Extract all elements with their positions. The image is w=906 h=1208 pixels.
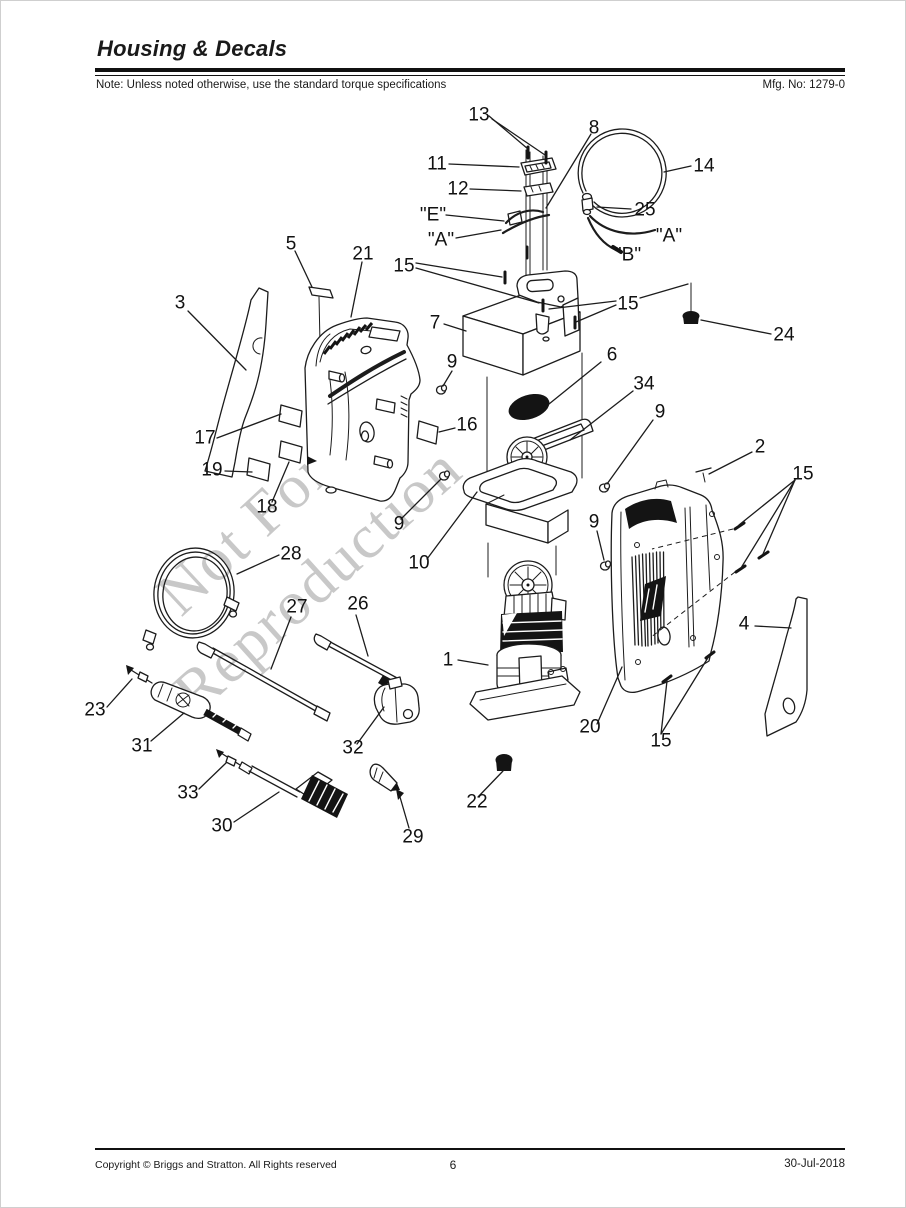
callout-31: 31 bbox=[131, 736, 152, 757]
callout-30: 30 bbox=[211, 816, 232, 837]
callout-9: 9 bbox=[447, 352, 458, 373]
motor-pump-assembly-part1 bbox=[469, 560, 581, 721]
nozzle-tip-part23 bbox=[126, 665, 153, 684]
callout-9: 9 bbox=[655, 402, 666, 423]
callout-16: 16 bbox=[456, 415, 477, 436]
brush-part30 bbox=[238, 761, 348, 818]
callout-2: 2 bbox=[755, 437, 766, 458]
callout-21: 21 bbox=[352, 244, 373, 265]
callout-12: 12 bbox=[447, 179, 468, 200]
watermark: Not For Reproduction bbox=[144, 434, 475, 726]
callout-13: 13 bbox=[468, 105, 489, 126]
wire-b bbox=[586, 216, 623, 254]
cap-nut-part24 bbox=[682, 282, 700, 324]
screws-part15 bbox=[503, 145, 770, 684]
callout-18: 18 bbox=[256, 497, 277, 518]
fan-tray-part10 bbox=[462, 436, 578, 544]
callout-32: 32 bbox=[342, 738, 363, 759]
page-title: Housing & Decals bbox=[97, 36, 288, 61]
torque-note: Note: Unless noted otherwise, use the st… bbox=[96, 79, 447, 91]
footer-rule bbox=[95, 1148, 845, 1150]
decal-part19 bbox=[246, 457, 271, 482]
hose-fitting-part25 bbox=[581, 192, 594, 216]
callout-8: 8 bbox=[589, 118, 600, 139]
callout-15: 15 bbox=[650, 731, 671, 752]
callout-labels: 13 8 11 12 14 25 "E" "A" "A" "B" 5 21 3 … bbox=[84, 105, 813, 848]
callout-19: 19 bbox=[201, 460, 222, 481]
callout-b: "B" bbox=[615, 245, 641, 266]
callout-4: 4 bbox=[739, 614, 750, 635]
mfg-number: Mfg. No: 1279-0 bbox=[762, 79, 845, 91]
callout-15: 15 bbox=[617, 294, 638, 315]
handle-insert-part12 bbox=[523, 182, 554, 197]
callout-17: 17 bbox=[194, 428, 215, 449]
arrowhead bbox=[396, 789, 404, 800]
turbo-nozzle-part31 bbox=[150, 681, 252, 742]
callout-22: 22 bbox=[466, 792, 487, 813]
callout-11: 11 bbox=[427, 154, 447, 175]
bolt-part9 bbox=[438, 470, 451, 481]
callout-10: 10 bbox=[408, 553, 429, 574]
callout-34: 34 bbox=[633, 374, 655, 395]
wire-a-right bbox=[588, 214, 657, 235]
decal-part16 bbox=[416, 420, 439, 445]
callout-14: 14 bbox=[693, 156, 715, 177]
callout-5: 5 bbox=[286, 234, 297, 255]
decal-part17 bbox=[278, 404, 303, 428]
vent-slats bbox=[322, 322, 374, 355]
footer-date: 30-Jul-2018 bbox=[784, 1158, 845, 1170]
bolt-part9 bbox=[435, 384, 448, 395]
bolt-part9 bbox=[598, 482, 611, 493]
decal-part18 bbox=[278, 440, 303, 464]
callout-25: 25 bbox=[634, 200, 655, 221]
cap-part22 bbox=[495, 754, 513, 771]
callout-27: 27 bbox=[286, 597, 307, 618]
header-rule-thin bbox=[95, 75, 845, 76]
cord-hooks-and-wires bbox=[501, 209, 551, 235]
lance-part26 bbox=[313, 633, 400, 684]
oval-seal-part6 bbox=[508, 393, 550, 421]
callout-29: 29 bbox=[402, 827, 423, 848]
callout-23: 23 bbox=[84, 700, 105, 721]
callout-7: 7 bbox=[430, 313, 441, 334]
hose-coil-part28 bbox=[142, 547, 240, 651]
spray-tip-part29 bbox=[369, 763, 400, 792]
right-side-panel-part4 bbox=[764, 596, 808, 737]
bolt-part9 bbox=[599, 560, 612, 571]
callout-1: 1 bbox=[443, 650, 454, 671]
left-housing-part21 bbox=[304, 317, 421, 502]
callout-33: 33 bbox=[177, 783, 198, 804]
callout-15: 15 bbox=[393, 256, 414, 277]
hose-ring-part14 bbox=[577, 128, 667, 218]
callout-20: 20 bbox=[579, 717, 600, 738]
callout-a-right: "A" bbox=[656, 226, 682, 247]
pin-part2 bbox=[695, 467, 712, 483]
callout-9: 9 bbox=[589, 512, 600, 533]
callout-28: 28 bbox=[280, 544, 301, 565]
callout-26: 26 bbox=[347, 594, 368, 615]
lance-part27 bbox=[196, 641, 331, 722]
callout-e: "E" bbox=[420, 205, 446, 226]
footer-page-number: 6 bbox=[449, 1158, 457, 1172]
header-rule-thick bbox=[95, 68, 845, 72]
callout-9: 9 bbox=[394, 514, 405, 535]
nozzle-part33 bbox=[216, 749, 241, 767]
callout-6: 6 bbox=[607, 345, 618, 366]
left-side-panel-part3 bbox=[204, 287, 269, 478]
leader-lines bbox=[106, 115, 796, 829]
callout-a-left: "A" bbox=[428, 230, 454, 251]
callout-24: 24 bbox=[773, 325, 795, 346]
right-housing-part20 bbox=[610, 479, 724, 693]
callout-3: 3 bbox=[175, 293, 186, 314]
callout-15: 15 bbox=[792, 464, 813, 485]
gun-adapter-part32 bbox=[373, 675, 420, 725]
footer-copyright: Copyright © Briggs and Stratton. All Rig… bbox=[95, 1159, 337, 1171]
screw-axis-dashed bbox=[649, 528, 736, 639]
